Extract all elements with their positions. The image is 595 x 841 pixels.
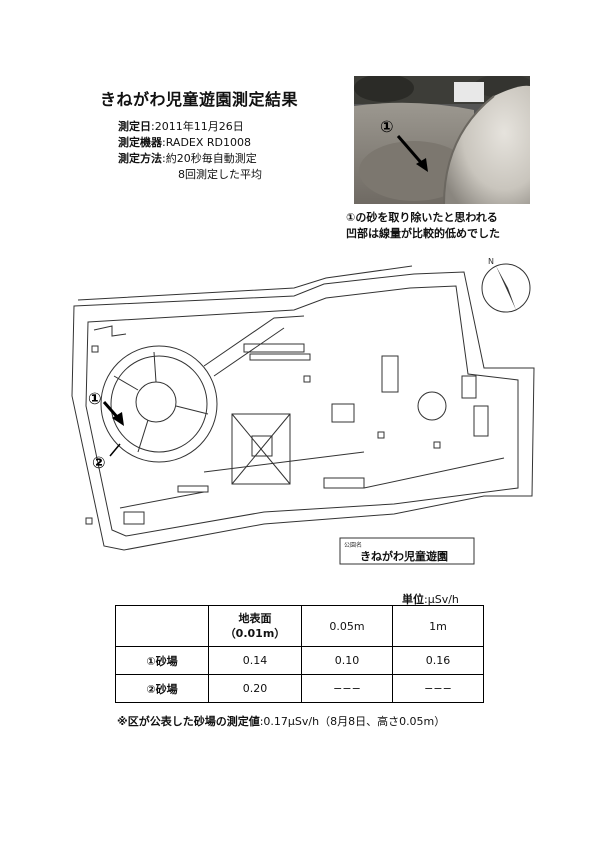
- park-map: ① ② N 公園名 きねがわ児童遊園: [64, 256, 554, 568]
- table-cell: 0.10: [301, 646, 393, 675]
- device-label: 測定機器: [118, 136, 162, 149]
- page-title: きねがわ児童遊園測定結果: [100, 90, 299, 109]
- park-map-drawing: ① ② N 公園名 きねがわ児童遊園: [71, 257, 535, 565]
- table-row: ①砂場 0.14 0.10 0.16: [115, 646, 484, 675]
- unit-key: 単位: [402, 593, 424, 606]
- footnote: ※区が公表した砂場の測定値:0.17μSv/h（8月8日、高さ0.05m）: [117, 713, 445, 729]
- info-method: 測定方法:約20秒毎自動測定: [118, 152, 257, 165]
- map-marker-1: ①: [88, 389, 102, 408]
- sandbox-photo: ①: [354, 76, 530, 204]
- row-label: ①砂場: [115, 646, 209, 675]
- caption-line-2: 凹部は線量が比較的低めでした: [346, 227, 500, 240]
- table-cell: −−−: [392, 674, 484, 703]
- row-label: ②砂場: [115, 674, 209, 703]
- footnote-value: :0.17μSv/h（8月8日、高さ0.05m）: [259, 715, 446, 728]
- header-empty: [115, 605, 209, 647]
- map-marker-2: ②: [92, 453, 106, 472]
- north-label: N: [488, 257, 494, 266]
- table-header-row: 地表面 （0.01m） 0.05m 1m: [115, 605, 484, 647]
- header-ground: 地表面 （0.01m）: [208, 605, 302, 647]
- measurement-info: 測定日:2011年11月26日 測定機器:RADEX RD1008 測定方法:約…: [118, 119, 262, 183]
- date-value: 2011年11月26日: [154, 120, 244, 133]
- north-compass: N: [481, 257, 531, 313]
- info-date: 測定日:2011年11月26日: [118, 120, 244, 133]
- unit-label: 単位:μSv/h: [402, 593, 459, 606]
- table-row: ②砂場 0.20 −−− −−−: [115, 674, 484, 703]
- caption-line-1: ①の砂を取り除いたと思われる: [346, 211, 498, 224]
- method-label: 測定方法: [118, 152, 162, 165]
- results-table: 地表面 （0.01m） 0.05m 1m ①砂場 0.14 0.10 0.16 …: [115, 605, 484, 703]
- info-method-cont: 8回測定した平均: [118, 167, 262, 183]
- park-name-label: 公園名: [344, 541, 362, 549]
- photo-marker-1: ①: [380, 117, 394, 136]
- footnote-prefix: ※区が公表した砂場の測定値: [117, 715, 260, 728]
- unit-value: μSv/h: [427, 593, 459, 606]
- table-cell: 0.20: [208, 674, 302, 703]
- table-cell: −−−: [301, 674, 393, 703]
- table-cell: 0.14: [208, 646, 302, 675]
- sandbox-photo-image: ①: [354, 76, 530, 204]
- date-label: 測定日: [118, 120, 151, 133]
- header-005m: 0.05m: [301, 605, 393, 647]
- method-value-2: 8回測定した平均: [178, 168, 262, 181]
- photo-caption: ①の砂を取り除いたと思われる 凹部は線量が比較的低めでした: [346, 210, 500, 242]
- method-value: 約20秒毎自動測定: [165, 152, 257, 165]
- table-cell: 0.16: [392, 646, 484, 675]
- park-name: きねがわ児童遊園: [360, 549, 448, 563]
- device-value: RADEX RD1008: [165, 136, 252, 149]
- header-1m: 1m: [392, 605, 484, 647]
- info-device: 測定機器:RADEX RD1008: [118, 136, 252, 149]
